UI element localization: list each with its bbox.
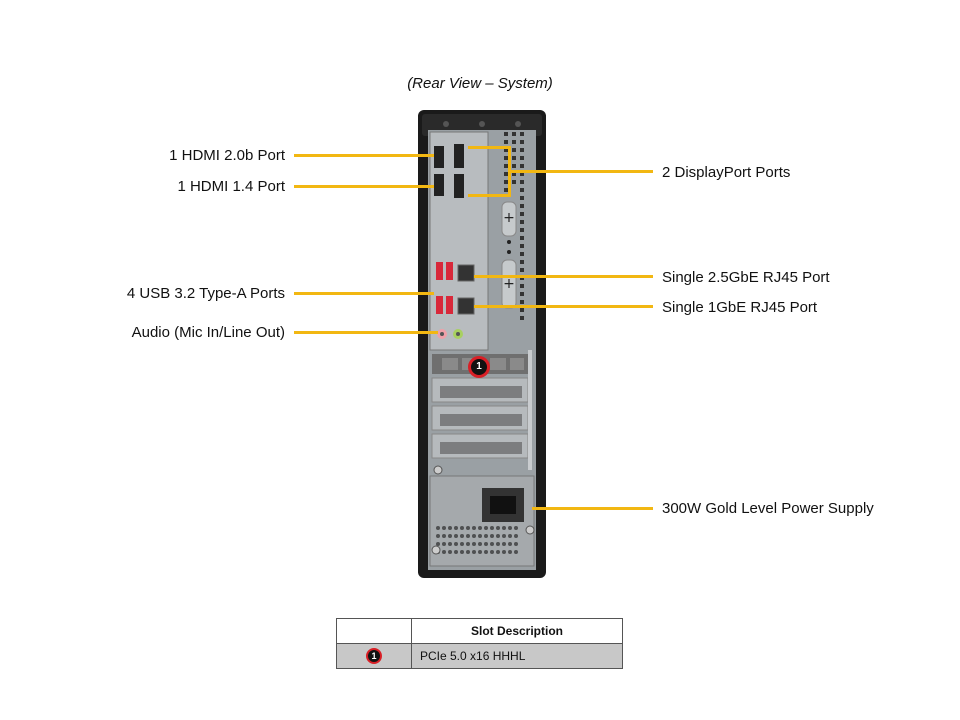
table-cell-description: PCIe 5.0 x16 HHHL xyxy=(411,643,623,669)
svg-text:+: + xyxy=(503,276,515,292)
callout-usb: 4 USB 3.2 Type-A Ports xyxy=(126,285,285,302)
vent-grid xyxy=(504,132,524,320)
callout-psu: 300W Gold Level Power Supply xyxy=(662,500,874,517)
table-header-row: Slot Description xyxy=(336,618,623,644)
callout-line-audio xyxy=(294,331,438,334)
hdmi-20b-port xyxy=(434,146,444,168)
chassis-rear-view: + + xyxy=(418,110,546,578)
usb-port xyxy=(436,296,443,314)
callout-line-lan-1g xyxy=(474,305,653,308)
hdmi-14-port xyxy=(434,174,444,196)
slot-marker-1: 1 xyxy=(468,356,490,378)
callout-line-hdmi-20b xyxy=(294,154,434,157)
svg-text:+: + xyxy=(503,210,515,226)
diagram-title: (Rear View – System) xyxy=(407,75,553,92)
callout-hdmi-14: 1 HDMI 1.4 Port xyxy=(177,178,285,195)
displayport-2 xyxy=(454,174,464,198)
table-cell-marker: 1 xyxy=(336,643,412,669)
usb-port xyxy=(446,296,453,314)
callout-lan-1g: Single 1GbE RJ45 Port xyxy=(662,299,818,316)
callout-audio: Audio (Mic In/Line Out) xyxy=(131,324,285,341)
callout-lan-25g: Single 2.5GbE RJ45 Port xyxy=(662,269,830,286)
usb-port xyxy=(446,262,453,280)
slot-marker-icon: 1 xyxy=(366,648,382,664)
slot-description-table: Slot Description 1 PCIe 5.0 x16 HHHL xyxy=(336,618,623,669)
callout-line-lan-25g xyxy=(474,275,653,278)
callout-line-usb xyxy=(294,292,434,295)
callout-line-hdmi-14 xyxy=(294,185,434,188)
callout-line-dp-bottom xyxy=(468,194,510,197)
table-row: 1 PCIe 5.0 x16 HHHL xyxy=(336,643,623,669)
displayport-1 xyxy=(454,144,464,168)
table-header-description: Slot Description xyxy=(411,618,623,644)
callout-displayport: 2 DisplayPort Ports xyxy=(662,164,791,181)
callout-hdmi-20b: 1 HDMI 2.0b Port xyxy=(169,147,285,164)
usb-port xyxy=(436,262,443,280)
callout-line-psu xyxy=(532,507,653,510)
callout-line-displayport xyxy=(508,170,653,173)
rj45-1g-port xyxy=(457,297,475,315)
callout-line-dp-top xyxy=(468,146,510,149)
table-header-marker xyxy=(336,618,412,644)
rj45-25g-port xyxy=(457,264,475,282)
